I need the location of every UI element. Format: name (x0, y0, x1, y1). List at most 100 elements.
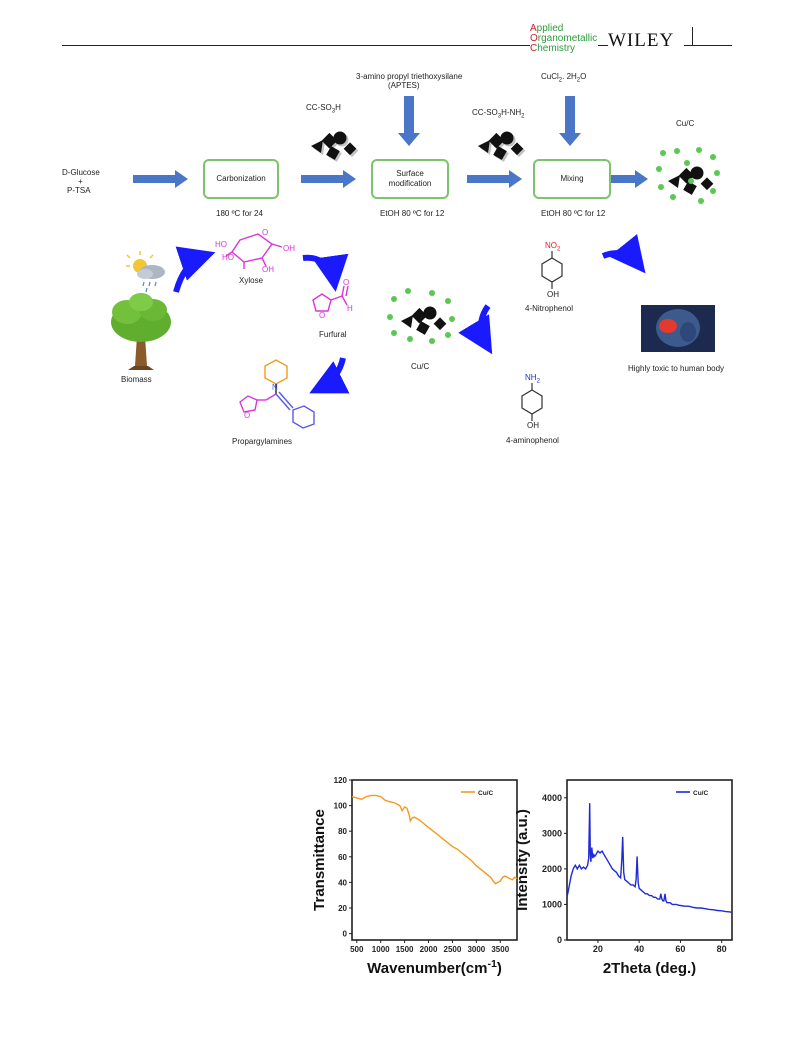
curved-arrow-furfural-propargyl (309, 357, 350, 394)
reactant-ptsa: P-TSA (67, 186, 91, 195)
down-arrow-aptes (398, 96, 420, 146)
weather-icon (126, 251, 165, 293)
x-tick-label: 3000 (467, 945, 485, 954)
x-tick-label: 2500 (444, 945, 462, 954)
step3-condition: EtOH 80 ºC for 12 (541, 209, 606, 218)
flow-arrow-1 (133, 170, 188, 188)
reactant-plus: + (78, 177, 83, 186)
x-axis-label: 2Theta (deg.) (603, 960, 696, 977)
x-tick-label: 20 (593, 944, 603, 954)
propargylamines-label: Propargylamines (232, 437, 293, 446)
curved-arrow-biomass-xylose (173, 246, 216, 293)
x-tick-label: 1500 (396, 945, 414, 954)
y-tick-label: 1000 (542, 899, 562, 909)
product-cc-so3h: CC-SO3H (306, 103, 341, 115)
y-tick-label: 0 (557, 935, 562, 945)
xylose-ho-mid: HO (222, 253, 234, 262)
nitrophenol-oh: OH (547, 290, 559, 299)
x-tick-label: 500 (350, 945, 364, 954)
y-tick-label: 2000 (542, 864, 562, 874)
series-line (566, 803, 733, 913)
cu-c-particles-center (387, 288, 455, 344)
y-tick-label: 20 (338, 904, 347, 913)
y-tick-label: 80 (338, 827, 347, 836)
synthesis-scheme (111, 96, 720, 429)
propargyl-n: N (272, 383, 278, 392)
y-tick-label: 3000 (542, 828, 562, 838)
y-tick-label: 4000 (542, 793, 562, 803)
aminophenol-oh: OH (527, 421, 539, 430)
header-rule-left (62, 45, 530, 46)
curved-arrow-nitro-amino (458, 304, 493, 355)
product-cc-so3h-nh2: CC-SO3H-NH2 (472, 108, 525, 120)
journal-title: Applied Organometallic Chemistry (530, 23, 598, 54)
curved-arrow-xylose-furfural (302, 253, 349, 292)
reagent-aptes: 3-amino propyl triethoxysilane (356, 72, 463, 81)
y-axis-label: Transmittance (311, 809, 328, 911)
furfural-structure (312, 285, 349, 312)
plot-frame (351, 779, 518, 941)
plot-frame (566, 779, 733, 941)
xylose-structure (225, 233, 283, 269)
step1-condition: 180 ºC for 24 (216, 209, 263, 218)
x-tick-label: 1000 (372, 945, 390, 954)
header-tick (692, 27, 693, 45)
legend-label: Cu/C (478, 790, 493, 797)
x-tick-label: 60 (675, 944, 685, 954)
x-tick-label: 80 (717, 944, 727, 954)
xylose-oh-bottom: OH (262, 265, 274, 274)
xylose-oh-right: OH (283, 244, 295, 253)
propargylamine-structure (239, 359, 315, 429)
aminophenol-label: 4-aminophenol (506, 436, 559, 445)
publisher-logo: WILEY (608, 30, 675, 51)
y-tick-label: 0 (343, 930, 348, 939)
x-tick-label: 40 (634, 944, 644, 954)
step-mixing: Mixing (533, 159, 611, 199)
legend-label: Cu/C (693, 790, 708, 797)
toxic-note: Highly toxic to human body (628, 364, 725, 373)
reactant-glucose: D-Glucose (62, 168, 100, 177)
ftir-chart: 500 1000 1500 2000 2500 3000 3500 0 20 40 60 80 100 1… (311, 776, 518, 977)
y-tick-label: 40 (338, 878, 347, 887)
furfural-label: Furfural (319, 330, 347, 339)
catalyst-center-label: Cu/C (411, 362, 430, 371)
step-carbonization: Carbonization (203, 159, 279, 199)
furfural-o-ring: O (319, 311, 326, 320)
biomass-label: Biomass (121, 375, 152, 384)
final-product-label: Cu/C (676, 119, 695, 128)
aminophenol-nh2: NH2 (525, 373, 540, 385)
y-axis-label: Intensity (a.u.) (515, 809, 531, 911)
furfural-h: H (347, 304, 353, 313)
step2-condition: EtOH 80 ºC for 12 (380, 209, 445, 218)
flow-arrow-2 (301, 170, 356, 188)
cc-so3h-particles (311, 131, 359, 162)
xylose-label: Xylose (239, 276, 264, 285)
x-tick-label: 2000 (420, 945, 438, 954)
propargyl-o: O (244, 411, 251, 420)
nitrophenol-structure (541, 251, 563, 289)
x-tick-label: 3500 (491, 945, 509, 954)
curved-arrow-nitro-toxic (601, 234, 646, 274)
header-rule-right (684, 45, 732, 46)
header-rule-mid (598, 45, 608, 46)
nitrophenol-no2: NO2 (545, 241, 561, 253)
reagent-aptes-abbr: (APTES) (388, 81, 420, 90)
x-axis-label: Wavenumber(cm-1) (367, 958, 502, 977)
xylose-ho-left: HO (215, 240, 227, 249)
xylose-o: O (262, 228, 269, 237)
y-tick-label: 60 (338, 853, 347, 862)
cu-c-particles-top (656, 147, 720, 204)
nitrophenol-label: 4-Nitrophenol (525, 304, 574, 313)
series-line (351, 794, 518, 885)
down-arrow-cucl2 (559, 96, 581, 146)
y-tick-label: 100 (334, 802, 348, 811)
tree-icon (111, 293, 171, 370)
furfural-o-ald: O (343, 278, 350, 287)
toxic-body-image (641, 305, 715, 352)
flow-arrow-4 (600, 170, 648, 188)
y-tick-label: 120 (334, 776, 348, 785)
flow-arrow-3 (467, 170, 522, 188)
reagent-cucl2: CuCl2. 2H2O (541, 72, 587, 84)
aminophenol-structure (521, 383, 543, 421)
